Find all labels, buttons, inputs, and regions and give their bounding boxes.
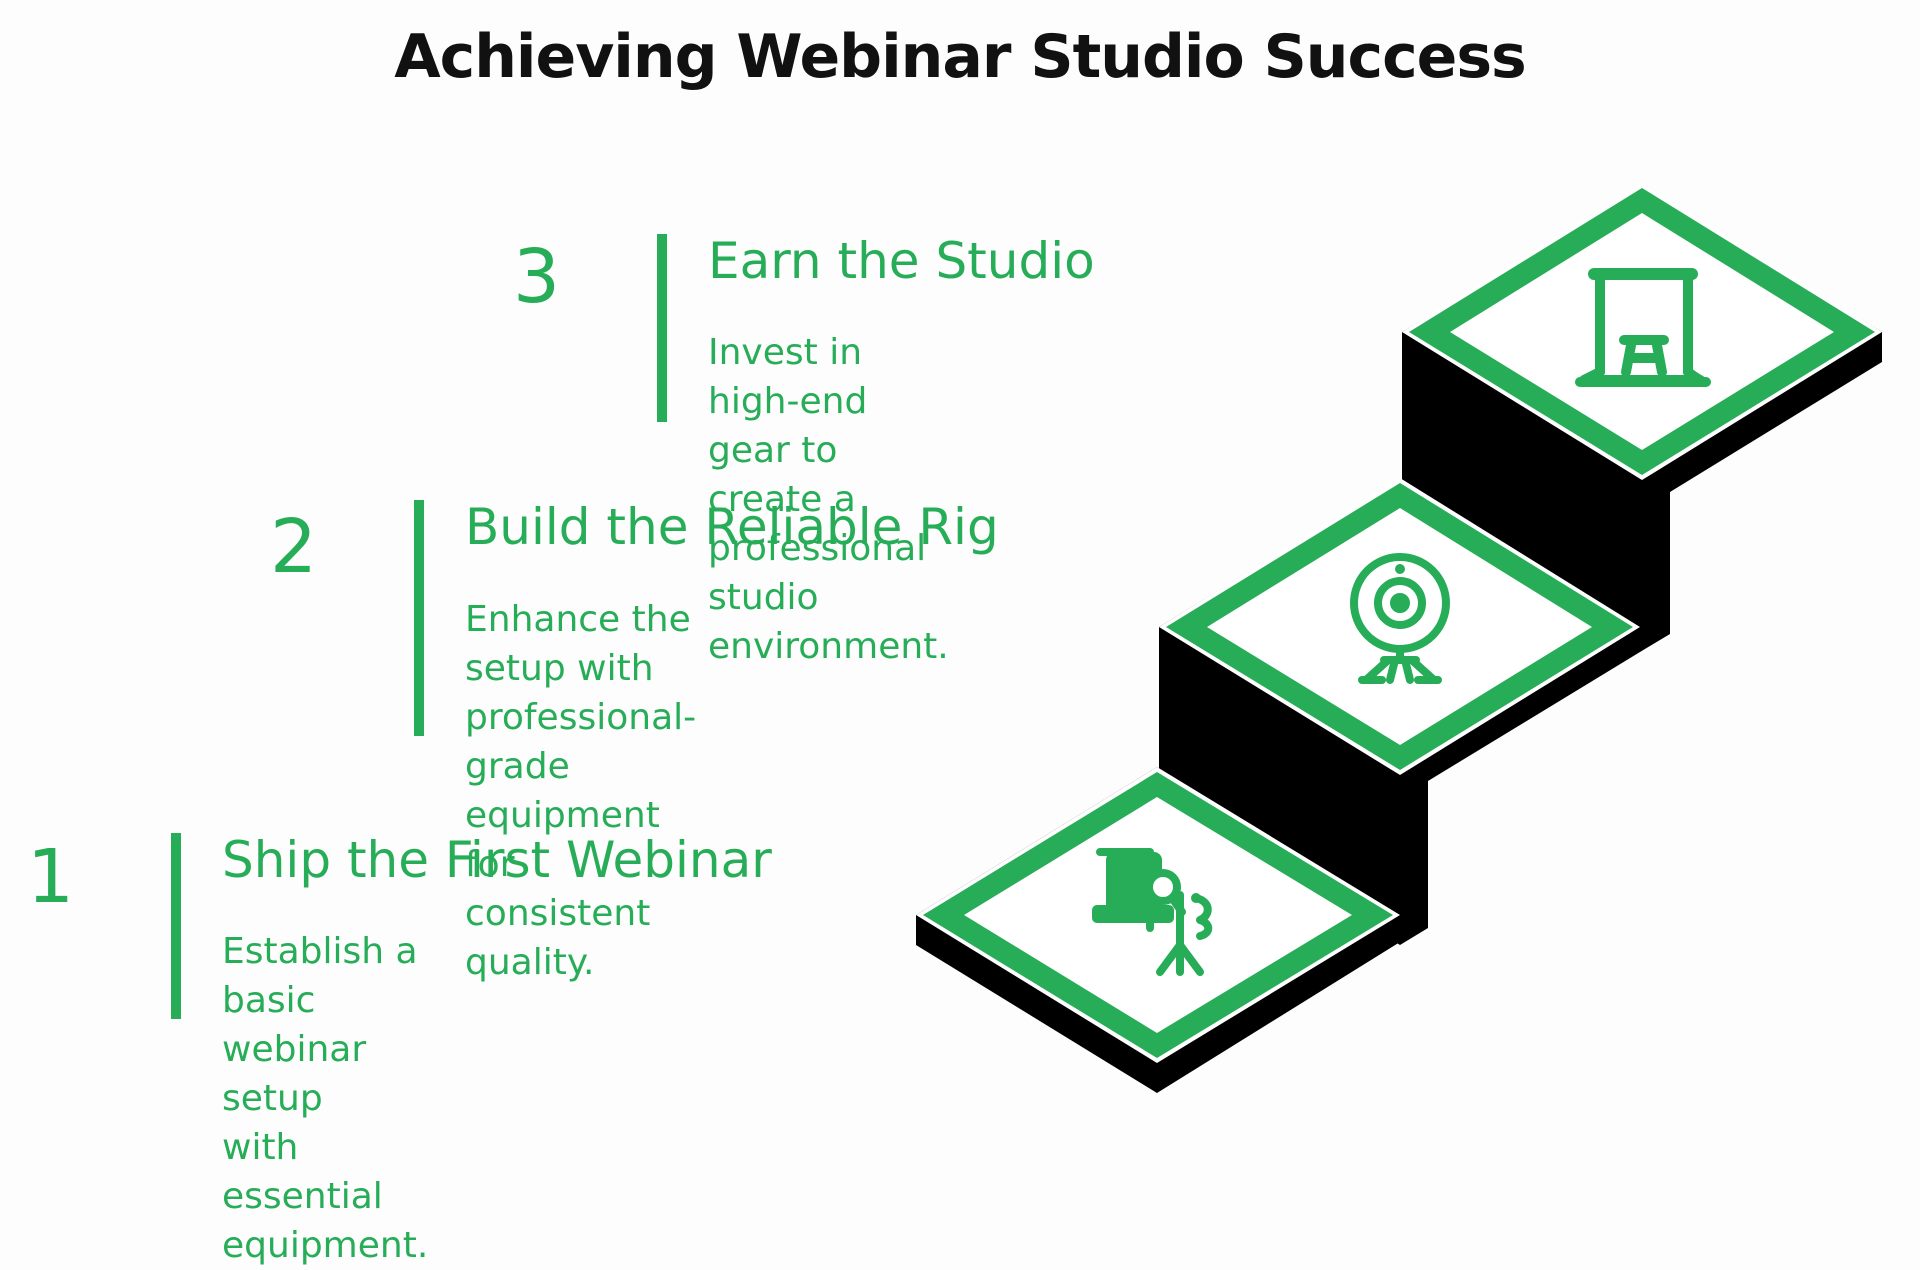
description-line: consistent quality. bbox=[465, 893, 651, 983]
description-line: professional studio environment. bbox=[708, 528, 949, 667]
step-heading: Build the Reliable Rig bbox=[465, 498, 999, 556]
step-divider-bar bbox=[171, 833, 181, 1019]
step-divider-bar bbox=[414, 500, 424, 736]
webcam-icon bbox=[1350, 553, 1450, 684]
description-line: professional-grade equipment for bbox=[465, 697, 697, 885]
step-description: Enhance the setup with professional-grad… bbox=[465, 595, 696, 987]
description-line: Invest in high-end gear to create a bbox=[708, 332, 868, 520]
step-top-3 bbox=[1402, 184, 1882, 480]
description-line: Establish a basic webinar setup bbox=[222, 931, 418, 1119]
step-heading: Ship the First Webinar bbox=[222, 831, 772, 889]
page-title: Achieving Webinar Studio Success bbox=[394, 22, 1527, 92]
studio-backdrop-stool-icon bbox=[1575, 268, 1711, 387]
step-number: 1 bbox=[27, 834, 75, 920]
description-line: Enhance the setup with bbox=[465, 599, 691, 689]
step-number: 3 bbox=[513, 234, 561, 320]
step-number: 2 bbox=[270, 504, 318, 590]
description-line: with essential equipment. bbox=[222, 1127, 429, 1266]
step-heading: Earn the Studio bbox=[708, 232, 1095, 290]
webinar-presenter-icon bbox=[1092, 848, 1213, 976]
isometric-staircase bbox=[916, 184, 1882, 1093]
step-description: Invest in high-end gear to create a prof… bbox=[708, 328, 949, 671]
step-divider-bar bbox=[657, 234, 667, 422]
